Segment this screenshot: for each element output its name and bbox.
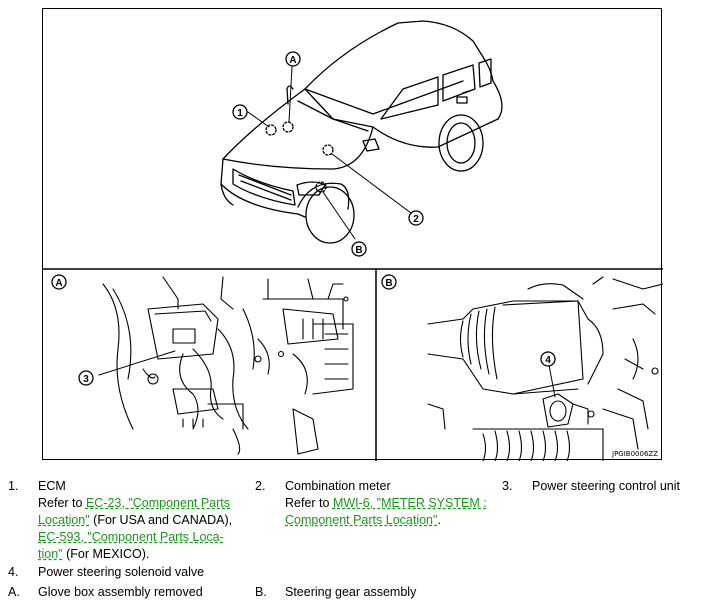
component-location-figure: 1 A 2 B 3 4 A B JPGIB0006ZZ: [42, 8, 663, 461]
callout-4-circle: [540, 351, 556, 367]
callout-a-label: A: [289, 55, 296, 66]
panel-a-drawing: [102, 276, 354, 455]
legend-item-1-refer: Refer to: [38, 496, 86, 510]
legend-item-2-number: 2.: [255, 479, 266, 493]
legend-item-b-title: Steering gear assembly: [285, 585, 417, 599]
legend-item-2-title: Combination meter: [285, 479, 391, 493]
callout-1-circle: [232, 104, 248, 120]
ec-23-link-part1[interactable]: EC-23, "Component Parts: [85, 496, 231, 510]
panel-b-label-circle: [381, 274, 397, 290]
callout-2-circle: [408, 210, 424, 226]
legend-item-2-refer: Refer to: [285, 496, 333, 510]
vehicle-drawing: [220, 20, 503, 244]
legend-item-3-number: 3.: [502, 479, 513, 493]
callout-1-label: 1: [237, 108, 243, 119]
mwi-6-link-part2[interactable]: Component Parts Location": [285, 513, 438, 527]
callout-2-label: 2: [413, 214, 419, 225]
callout-b-circle: [351, 241, 367, 257]
legend-item-4-title: Power steering solenoid valve: [38, 565, 205, 579]
callout-a-circle: [285, 51, 301, 67]
panel-a-label: A: [55, 278, 62, 289]
panel-b-drawing: [427, 276, 663, 461]
legend-item-1-suffix1: (For USA and CANADA),: [89, 513, 233, 527]
image-code: JPGIB0006ZZ: [611, 450, 658, 458]
ec-593-link-part1[interactable]: EC-593, "Component Parts Loca-: [38, 530, 224, 544]
ec-23-link-part2[interactable]: Location": [38, 513, 90, 527]
figure-drawing: 1 A 2 B 3 4 A B JPGIB0006ZZ: [43, 20, 663, 461]
panel-b-label: B: [385, 278, 392, 289]
callout-3-label: 3: [83, 374, 89, 385]
mwi-6-link-part1[interactable]: MWI-6, "METER SYSTEM :: [332, 496, 487, 510]
callout-3-circle: [78, 370, 94, 386]
legend-item-a-title: Glove box assembly removed: [38, 585, 203, 599]
legend-item-3-title: Power steering control unit: [532, 479, 680, 493]
legend-item-b-letter: B.: [255, 585, 267, 599]
ec-593-link-part2[interactable]: tion": [38, 547, 63, 561]
legend-item-1-suffix2: (For MEXICO).: [62, 547, 150, 561]
legend-item-4-number: 4.: [8, 565, 19, 579]
legend-item-1-number: 1.: [8, 479, 19, 493]
legend-item-2-suffix: .: [437, 513, 441, 527]
panel-a-label-circle: [51, 274, 67, 290]
legend-item-1-title: ECM: [38, 479, 66, 493]
callout-b-label: B: [355, 245, 362, 256]
callout-4-label: 4: [545, 355, 551, 366]
legend-item-a-letter: A.: [8, 585, 20, 599]
